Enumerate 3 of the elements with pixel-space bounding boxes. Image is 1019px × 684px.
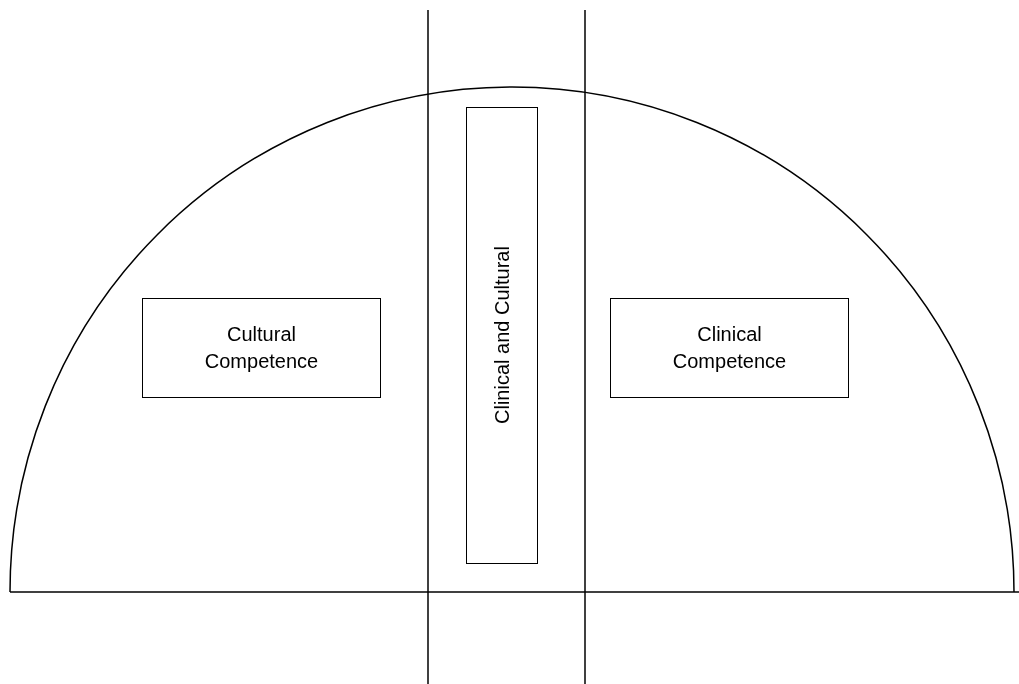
label-box: Clinical Competence [610, 298, 849, 398]
label-box: Clinical and Cultural [466, 107, 538, 564]
label-box: Cultural Competence [142, 298, 381, 398]
